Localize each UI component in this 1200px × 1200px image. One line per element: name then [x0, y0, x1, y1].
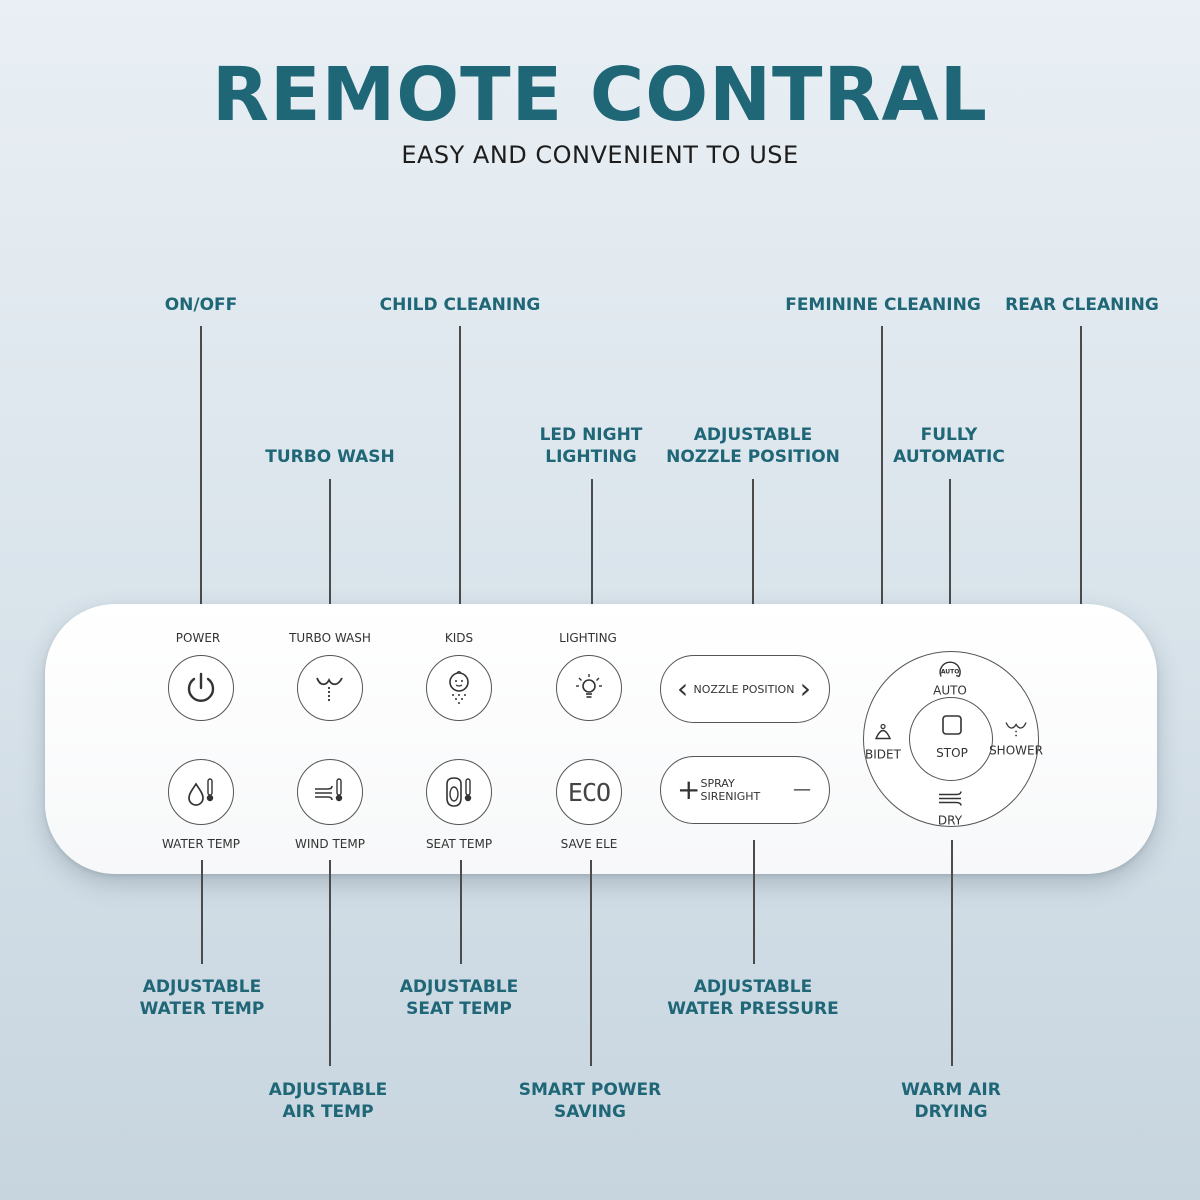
- auto-button[interactable]: AUTO AUTO: [933, 659, 967, 698]
- page-subtitle: EASY AND CONVENIENT TO USE: [401, 141, 799, 169]
- callout-adjustable-nozzle-position: ADJUSTABLE NOZZLE POSITION: [666, 425, 840, 467]
- leader-line: [753, 840, 755, 964]
- callout-adjustable-water-temp: ADJUSTABLE WATER TEMP: [139, 977, 265, 1019]
- stop-button[interactable]: STOP: [909, 697, 993, 781]
- page-title: REMOTE CONTRAL: [212, 52, 988, 138]
- power-button[interactable]: [168, 655, 234, 721]
- leader-line: [881, 326, 883, 724]
- wind-temp-button[interactable]: [297, 759, 363, 825]
- shower-icon: [1005, 722, 1027, 737]
- kids-button[interactable]: [426, 655, 492, 721]
- plus-icon: +: [677, 773, 701, 806]
- callout-on-off: ON/OFF: [164, 295, 238, 315]
- bidet-button[interactable]: BIDET: [865, 721, 901, 762]
- stop-label: STOP: [936, 746, 968, 760]
- shower-label: SHOWER: [989, 743, 1043, 758]
- stop-icon: [942, 715, 962, 735]
- water-temp-button[interactable]: [168, 759, 234, 825]
- leader-line: [591, 479, 593, 627]
- chevron-left-icon: ‹: [677, 672, 689, 705]
- leader-line: [752, 479, 754, 655]
- button-label-kids: KIDS: [444, 631, 474, 645]
- button-label-power: POWER: [175, 631, 221, 645]
- shower-button[interactable]: SHOWER: [989, 719, 1043, 758]
- auto-label: AUTO: [933, 683, 967, 698]
- callout-adjustable-seat-temp: ADJUSTABLE SEAT TEMP: [399, 977, 519, 1019]
- dry-label: DRY: [937, 813, 963, 828]
- bidet-label: BIDET: [865, 747, 901, 762]
- auto-icon: AUTO: [939, 661, 961, 678]
- leader-line: [460, 860, 462, 964]
- lighting-button[interactable]: [556, 655, 622, 721]
- leader-line: [200, 326, 202, 616]
- power-icon: [187, 672, 215, 702]
- button-label-wind-temp: WIND TEMP: [295, 837, 365, 851]
- leader-line: [1080, 326, 1082, 742]
- turbo-wash-icon: [316, 677, 343, 702]
- leader-line: [329, 479, 331, 616]
- eco-button[interactable]: ECO: [556, 759, 622, 825]
- kids-icon: [449, 670, 469, 704]
- callout-turbo-wash: TURBO WASH: [265, 447, 395, 467]
- nozzle-position-label: NOZZLE POSITION: [693, 682, 795, 696]
- dry-button[interactable]: DRY: [936, 789, 964, 828]
- callout-fully-automatic: FULLY AUTOMATIC: [893, 425, 1005, 467]
- callout-warm-air-drying: WARM AIR DRYING: [901, 1080, 1001, 1122]
- dry-icon: [939, 791, 962, 806]
- button-label-water-temp: WATER TEMP: [161, 837, 241, 851]
- callout-led-night-lighting: LED NIGHT LIGHTING: [539, 425, 643, 467]
- seat-temp-button[interactable]: [426, 759, 492, 825]
- minus-icon: —: [793, 779, 811, 800]
- callout-feminine-cleaning: FEMININE CLEANING: [785, 295, 981, 315]
- leader-line: [329, 860, 331, 1066]
- button-label-save-ele: SAVE ELE: [560, 837, 618, 851]
- callout-adjustable-air-temp: ADJUSTABLE AIR TEMP: [268, 1080, 388, 1122]
- callout-child-cleaning: CHILD CLEANING: [379, 295, 541, 315]
- nozzle-position-button[interactable]: ‹ NOZZLE POSITION ›: [660, 655, 830, 723]
- leader-line: [201, 860, 203, 964]
- water-temp-icon: [188, 778, 214, 806]
- leader-line: [949, 479, 951, 651]
- button-label-seat-temp: SEAT TEMP: [425, 837, 493, 851]
- bidet-icon: [874, 723, 892, 740]
- spray-pressure-button[interactable]: + SPRAY SIRENIGHT —: [660, 756, 830, 824]
- auto-badge-text: AUTO: [941, 669, 960, 676]
- leader-line: [590, 860, 592, 1066]
- turbo-wash-button[interactable]: [297, 655, 363, 721]
- button-label-lighting: LIGHTING: [559, 631, 617, 645]
- callout-adjustable-water-pressure: ADJUSTABLE WATER PRESSURE: [667, 977, 839, 1019]
- leader-line: [459, 326, 461, 616]
- chevron-right-icon: ›: [799, 672, 811, 705]
- callout-smart-power-saving: SMART POWER SAVING: [518, 1080, 662, 1122]
- lighting-icon: [576, 674, 602, 698]
- button-label-turbo-wash: TURBO WASH: [289, 631, 371, 645]
- seat-temp-icon: [446, 777, 472, 807]
- spray-pressure-label: SPRAY SIRENIGHT: [700, 777, 761, 803]
- callout-rear-cleaning: REAR CLEANING: [1005, 295, 1159, 315]
- wind-temp-icon: [315, 778, 343, 802]
- eco-icon: ECO: [567, 777, 611, 807]
- leader-line: [951, 840, 953, 1066]
